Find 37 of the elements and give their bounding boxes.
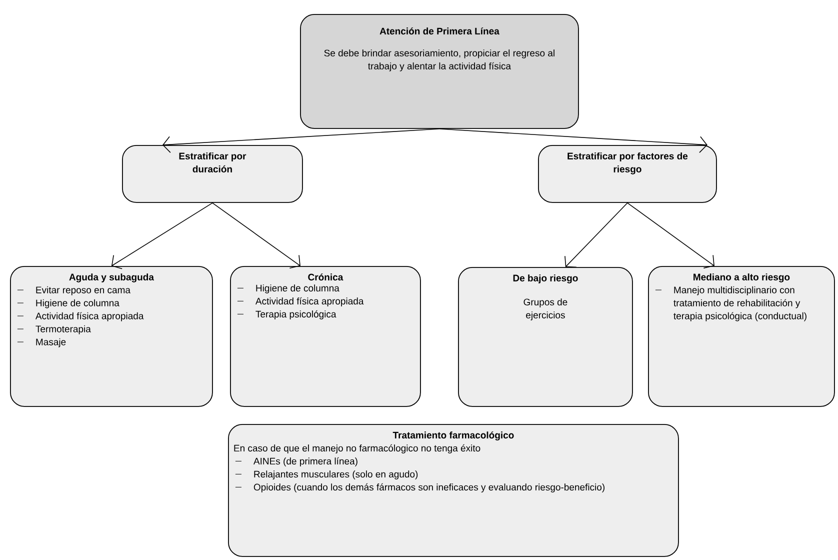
- list-item: Relajantes musculares (solo en agudo): [235, 470, 418, 480]
- heading: Tratamiento farmacológico: [392, 431, 514, 440]
- body-text: Grupos de ejercicios: [524, 298, 568, 320]
- arrow: [212, 202, 300, 269]
- arrow: [627, 202, 714, 268]
- arrow: [111, 202, 213, 270]
- heading: Mediano a alto riesgo: [694, 273, 790, 282]
- rounded-box: [10, 266, 213, 407]
- body-text: Se debe brindar asesoriamiento, propiciar el regreso al trabajo y alentar la actividad física: [324, 49, 554, 72]
- rounded-box: [122, 145, 303, 203]
- list-item: Masaje: [17, 338, 66, 348]
- heading: De bajo riesgo: [513, 274, 578, 284]
- heading: Estratificar por duración: [179, 152, 246, 172]
- heading: Crónica: [308, 273, 344, 281]
- arrow: [162, 128, 440, 153]
- list-item: Manejo multidisciplinario con tratamiento de rehabilitación y terapia psicológica (conductual): [655, 286, 806, 322]
- list-item: Opioides (cuando los demás fármacos son ineficaces y evaluando riesgo-beneficio): [235, 483, 604, 492]
- arrow: [439, 128, 708, 153]
- list-item: Higiene de columna: [17, 299, 120, 308]
- rounded-box: [648, 266, 835, 407]
- heading: Estratificar por factores de riesgo: [568, 152, 688, 174]
- list-item: Termoterapia: [17, 325, 91, 334]
- intro-text: En caso de que el manejo no farmacólogico no tenga éxito: [234, 444, 480, 454]
- rounded-box: [300, 14, 579, 129]
- rounded-box: [458, 267, 633, 407]
- list-item: Higiene de columna: [237, 284, 340, 294]
- arrow: [564, 202, 628, 268]
- heading: Aguda y subaguda: [69, 273, 154, 282]
- list-item: Terapia psicológica: [237, 310, 336, 320]
- list-item: Actividad física apropiada: [237, 297, 364, 306]
- rounded-box: [228, 424, 679, 557]
- list-item: AINEs (de primera línea): [235, 457, 358, 466]
- heading: Atención de Primera Línea: [380, 27, 500, 35]
- list-item: Evitar reposo en cama: [17, 286, 130, 296]
- rounded-box: [230, 266, 421, 407]
- list-item: Actividad física apropiada: [17, 312, 144, 322]
- rounded-box: [538, 145, 717, 203]
